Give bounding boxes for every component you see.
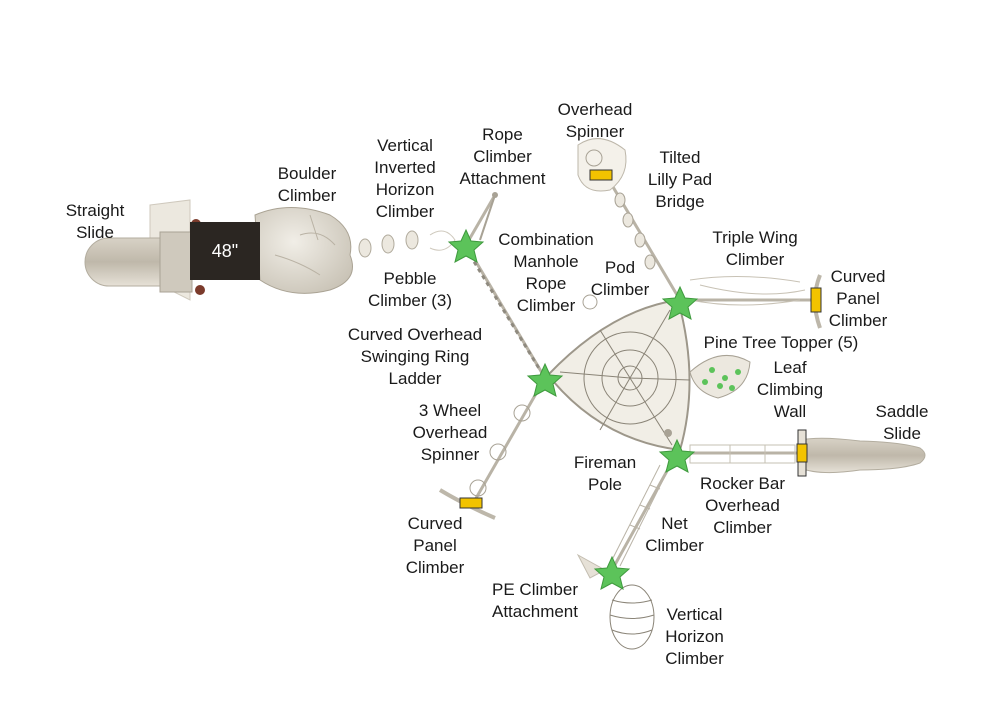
label-net-climber: Net Climber xyxy=(645,514,704,555)
rope-climber-attachment xyxy=(479,192,498,241)
boulder-climber xyxy=(254,207,353,294)
label-combination-manhole-rope-climber: Combination Manhole Rope Climber xyxy=(498,230,594,315)
net-deck xyxy=(546,294,691,452)
label-leaf-climbing-wall: Leaf Climbing Wall xyxy=(756,358,824,421)
triple-wing-climber xyxy=(689,275,806,306)
label-curved-overhead-swinging-ring-ladder: Curved Overhead Swinging Ring Ladder xyxy=(347,325,483,388)
label-boulder-climber: Boulder Climber xyxy=(277,164,337,205)
topper-star xyxy=(447,228,485,263)
net-climber xyxy=(611,464,669,567)
topper-star xyxy=(658,438,696,473)
label-vertical-horizon-climber: Vertical Horizon Climber xyxy=(665,605,724,668)
topper-star xyxy=(526,362,564,397)
label-three-wheel-overhead-spinner: 3 Wheel Overhead Spinner xyxy=(412,401,488,464)
label-vertical-inverted-horizon-climber: Vertical Inverted Horizon Climber xyxy=(374,136,436,221)
label-rope-climber-attachment: Rope Climber Attachment xyxy=(459,125,546,188)
label-pe-climber-attachment: PE Climber Attachment xyxy=(492,580,578,621)
topper-star xyxy=(593,555,631,590)
label-pine-tree-topper: Pine Tree Topper (5) xyxy=(703,333,859,352)
fireman-pole xyxy=(664,429,672,437)
label-curved-panel-climber-left: Curved Panel Climber xyxy=(405,514,465,577)
label-straight-slide: Straight Slide xyxy=(65,201,125,242)
label-overhead-spinner: Overhead Spinner xyxy=(557,100,633,141)
leaf-climbing-wall xyxy=(689,355,751,399)
saddle-slide xyxy=(796,429,926,477)
curved-panel-climber-right xyxy=(810,274,822,329)
label-pebble-climber: Pebble Climber (3) xyxy=(367,269,453,310)
label-saddle-slide: Saddle Slide xyxy=(875,402,929,443)
curved-panel-climber-left xyxy=(438,488,496,520)
deck-height-badge: 48" xyxy=(190,222,260,280)
three-wheel-overhead-spinner xyxy=(469,404,531,497)
label-fireman-pole: Fireman Pole xyxy=(573,453,637,494)
tilted-lilly-pad-bridge xyxy=(614,192,656,270)
label-tilted-lilly-pad-bridge: Tilted Lilly Pad Bridge xyxy=(647,148,713,211)
vertical-horizon-climber xyxy=(609,584,655,650)
label-curved-panel-climber-right: Curved Panel Climber xyxy=(828,267,888,330)
vertical-inverted-horizon-climber xyxy=(429,230,456,251)
label-rocker-bar-overhead-climber: Rocker Bar Overhead Climber xyxy=(699,474,786,537)
topper-star xyxy=(661,285,699,320)
pebble-climber xyxy=(358,230,419,258)
combination-manhole-rope-climber xyxy=(468,254,542,371)
label-triple-wing-climber: Triple Wing Climber xyxy=(712,228,798,269)
pine-tree-toppers xyxy=(447,228,699,590)
label-pod-climber: Pod Climber xyxy=(590,258,650,299)
overhead-spinner xyxy=(577,138,627,192)
